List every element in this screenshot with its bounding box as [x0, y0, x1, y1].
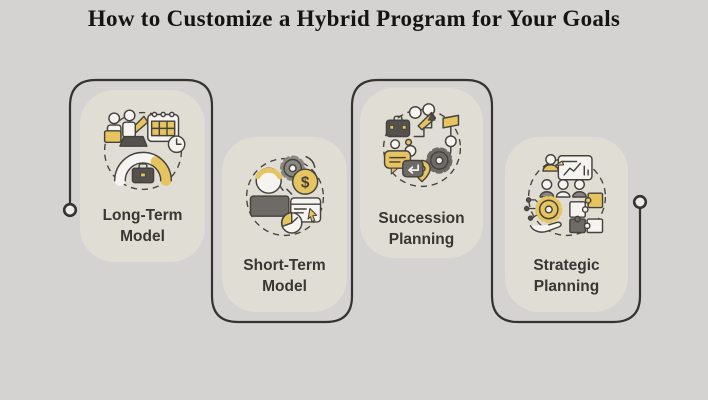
- connector-path: [68, 78, 642, 324]
- card-short-term-model: $: [222, 137, 347, 312]
- clock-icon: [167, 135, 185, 154]
- team-row-icon: [538, 178, 587, 198]
- succession-planning-icon: [374, 100, 470, 196]
- gear-icon: [534, 195, 562, 224]
- card-label-line2: Planning: [533, 278, 600, 295]
- card-strategic-planning: Strategic Planning: [505, 137, 628, 312]
- card-label: Long-Term Model: [80, 205, 205, 247]
- person-head-icon: [408, 106, 422, 119]
- puzzle-icon: [568, 192, 603, 234]
- card-label-line1: Strategic: [533, 257, 600, 274]
- path-start-dot: [62, 202, 78, 218]
- person-icon: [249, 167, 290, 217]
- card-label: Short-Term Model: [222, 255, 347, 297]
- briefcase-icon: [385, 115, 410, 138]
- card-label-line1: Short-Term: [243, 257, 326, 274]
- pie-clock-icon: [280, 212, 303, 234]
- long-term-model-icon: [95, 102, 191, 198]
- path-node-icon: [444, 135, 457, 148]
- short-term-model-icon: $: [237, 149, 333, 245]
- step-arrow-icon: [413, 112, 435, 138]
- card-label-line1: Succession: [378, 210, 465, 227]
- people-laptop-icon: [103, 109, 149, 147]
- gear-icon: [425, 147, 452, 174]
- svg-text:$: $: [300, 174, 309, 191]
- dashed-circle-icon: [382, 108, 461, 188]
- card-long-term-model: Long-Term Model: [80, 90, 205, 262]
- small-dot-icon: [404, 138, 412, 146]
- presenter-icon: [541, 154, 564, 172]
- card-label-line1: Long-Term: [102, 207, 183, 224]
- hand-icon: [529, 221, 562, 233]
- card-label-line2: Planning: [388, 231, 455, 248]
- calendar-icon: [146, 111, 179, 143]
- card-label-line2: Model: [262, 278, 307, 295]
- path-end-dot: [632, 194, 648, 210]
- flag-icon: [441, 114, 459, 137]
- strategic-planning-icon: [519, 149, 615, 245]
- card-label: Succession Planning: [360, 208, 483, 250]
- path-node-icon: [389, 139, 400, 150]
- card-label: Strategic Planning: [505, 255, 628, 297]
- presentation-board-icon: [557, 155, 593, 181]
- dollar-coin-icon: $: [291, 168, 318, 195]
- card-label-line2: Model: [120, 228, 165, 245]
- page-title: How to Customize a Hybrid Program for Yo…: [87, 6, 621, 31]
- gauge-icon: [113, 151, 172, 186]
- card-succession-planning: Succession Planning: [360, 88, 483, 258]
- return-arrow-icon: [401, 159, 424, 178]
